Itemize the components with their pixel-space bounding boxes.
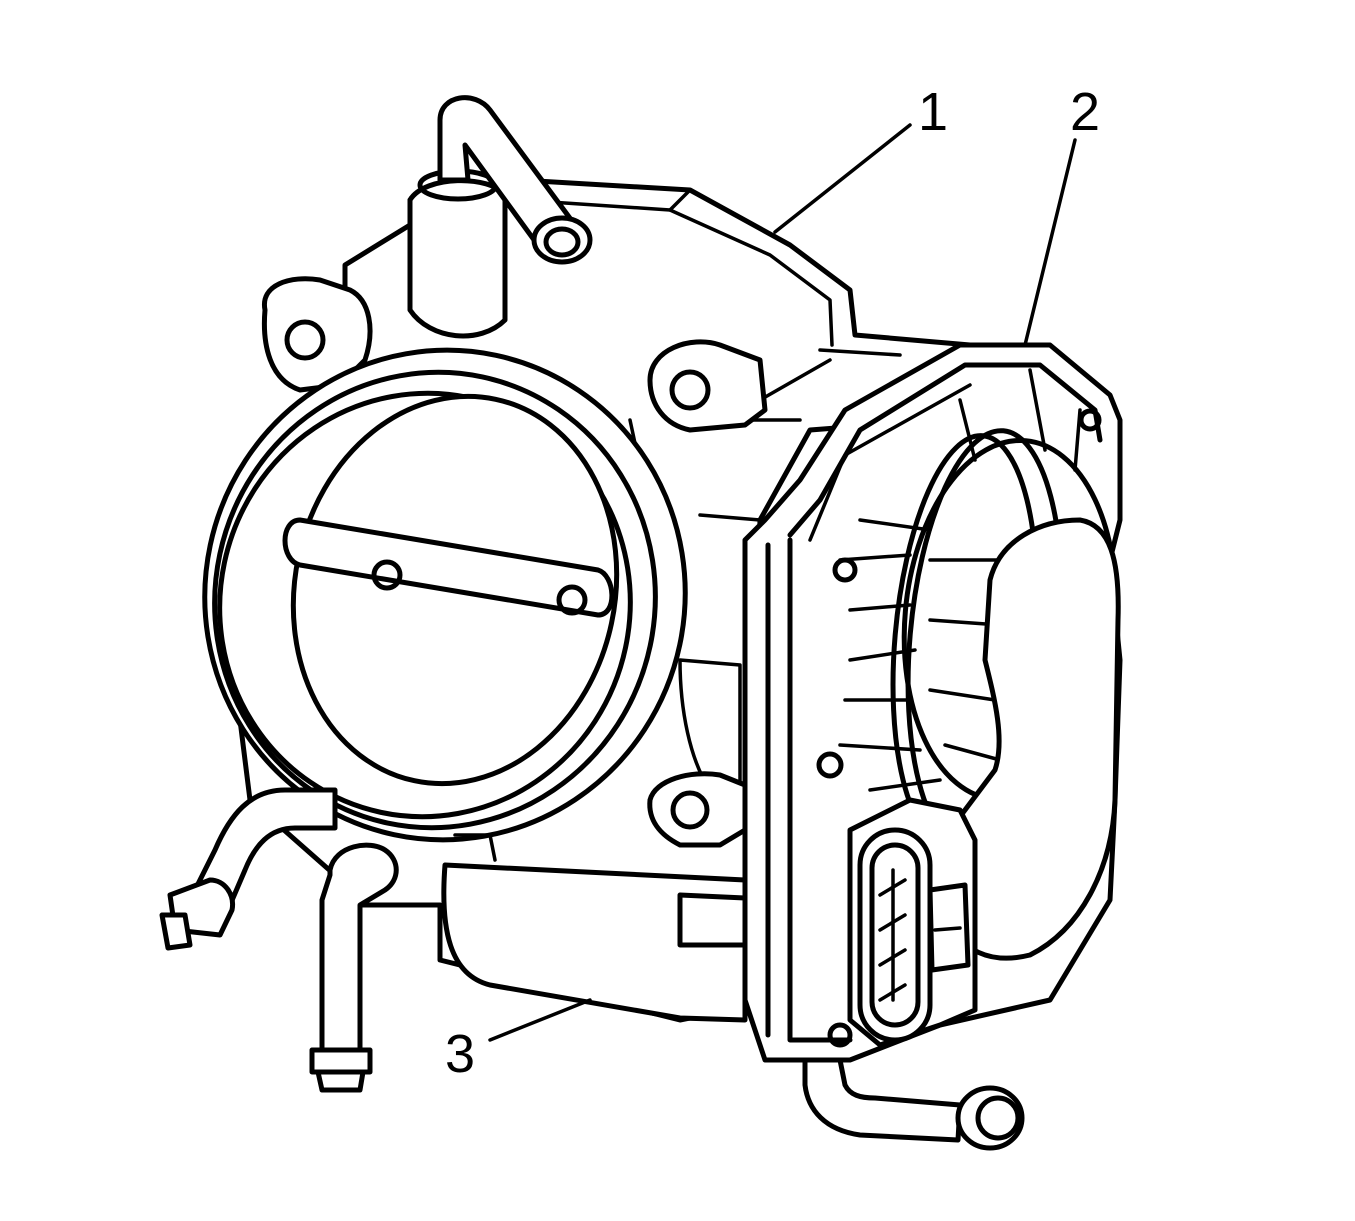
mounting-boss-upper-right <box>647 339 768 433</box>
actuator-motor-housing <box>441 833 748 1023</box>
cover-screw-middle <box>816 751 844 779</box>
throttle-plate <box>282 517 615 618</box>
cover-screw-top-right <box>1078 408 1102 432</box>
coolant-pipe-bottom <box>309 842 399 1093</box>
leader-line-2 <box>1023 138 1077 347</box>
cover-screw-upper <box>832 557 858 583</box>
callout-2: 2 <box>1070 82 1100 142</box>
coolant-pipe-right <box>802 1057 1025 1151</box>
position-sensor-lobe <box>947 517 1121 961</box>
callout-1: 1 <box>918 82 948 142</box>
cover-screw-lower <box>827 1022 853 1048</box>
leader-line-1 <box>773 123 912 234</box>
wiring-connector <box>847 797 978 1048</box>
callout-3: 3 <box>445 1024 475 1084</box>
mounting-boss-upper-left <box>261 276 373 393</box>
coolant-pipe-left <box>159 787 338 951</box>
vacuum-tube-top <box>407 95 593 339</box>
callout-leaders <box>488 123 1077 1042</box>
plate-screw-right <box>556 584 588 616</box>
mounting-boss-lower <box>647 658 748 848</box>
plate-screw-left <box>371 559 403 591</box>
leader-line-3 <box>488 998 592 1042</box>
